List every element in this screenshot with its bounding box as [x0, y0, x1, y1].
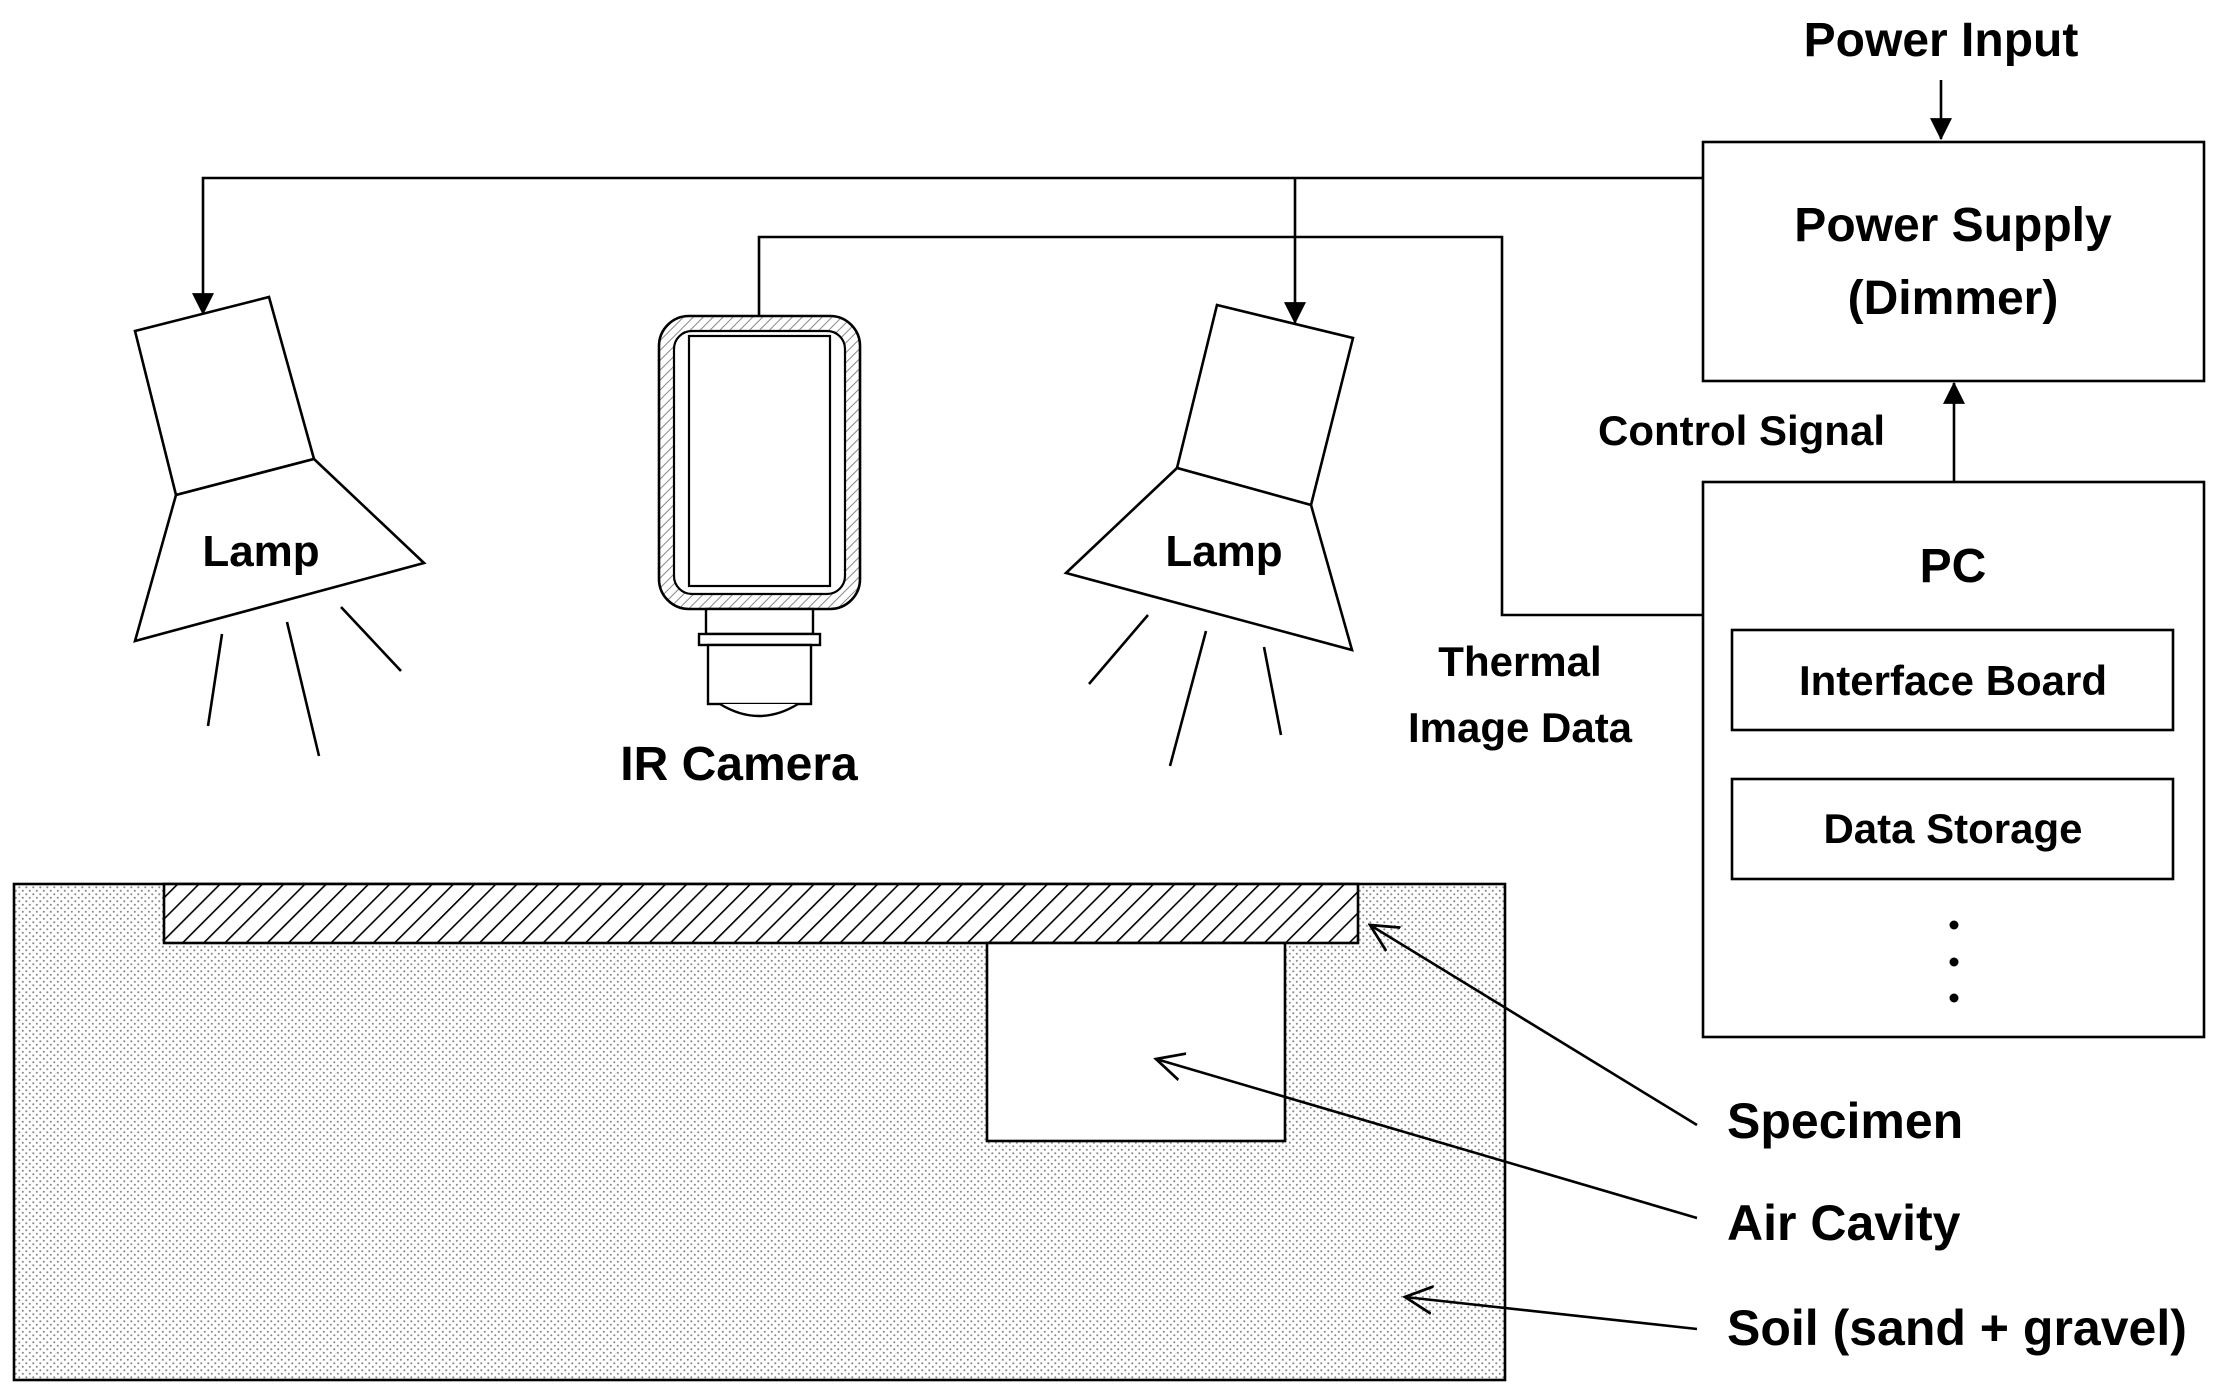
air-cavity	[985, 941, 1287, 1143]
specimen-label: Specimen	[1727, 1093, 1963, 1149]
thermal-image-data-sublabel: Image Data	[1408, 704, 1633, 751]
lamp-right-light-rays	[1088, 614, 1283, 767]
ir-camera	[657, 314, 862, 718]
power-supply-label: Power Supply	[1794, 199, 2112, 252]
lamp-right	[1063, 303, 1355, 767]
soil-label: Soil (sand + gravel)	[1727, 1300, 2187, 1356]
power-supply-box	[1701, 140, 2206, 383]
pc-box	[1701, 480, 2206, 1039]
pc-title: PC	[1920, 540, 1987, 593]
callout-leaders	[1156, 925, 1698, 1331]
control-signal-label: Control Signal	[1598, 407, 1885, 454]
lamp-left-light-rays	[206, 606, 402, 757]
specimen-plate	[162, 882, 1360, 945]
thermal-image-data-label: Thermal	[1438, 638, 1601, 685]
lamp-left	[133, 295, 427, 757]
more-components-ellipsis	[1949, 920, 1959, 1003]
lamp-left-label: Lamp	[202, 527, 319, 576]
power-input-label: Power Input	[1804, 14, 2079, 67]
data-storage-box	[1730, 777, 2175, 881]
air-cavity-label: Air Cavity	[1727, 1195, 1961, 1251]
data-storage-label: Data Storage	[1823, 805, 2082, 852]
thermal-data-wiring	[757, 235, 1703, 617]
power-wiring	[192, 176, 1703, 325]
lamp-right-label: Lamp	[1165, 527, 1282, 576]
interface-board-box	[1730, 628, 2175, 732]
power-supply-sublabel: (Dimmer)	[1848, 272, 2059, 325]
interface-board-label: Interface Board	[1799, 657, 2107, 704]
ir-camera-label: IR Camera	[620, 738, 858, 791]
